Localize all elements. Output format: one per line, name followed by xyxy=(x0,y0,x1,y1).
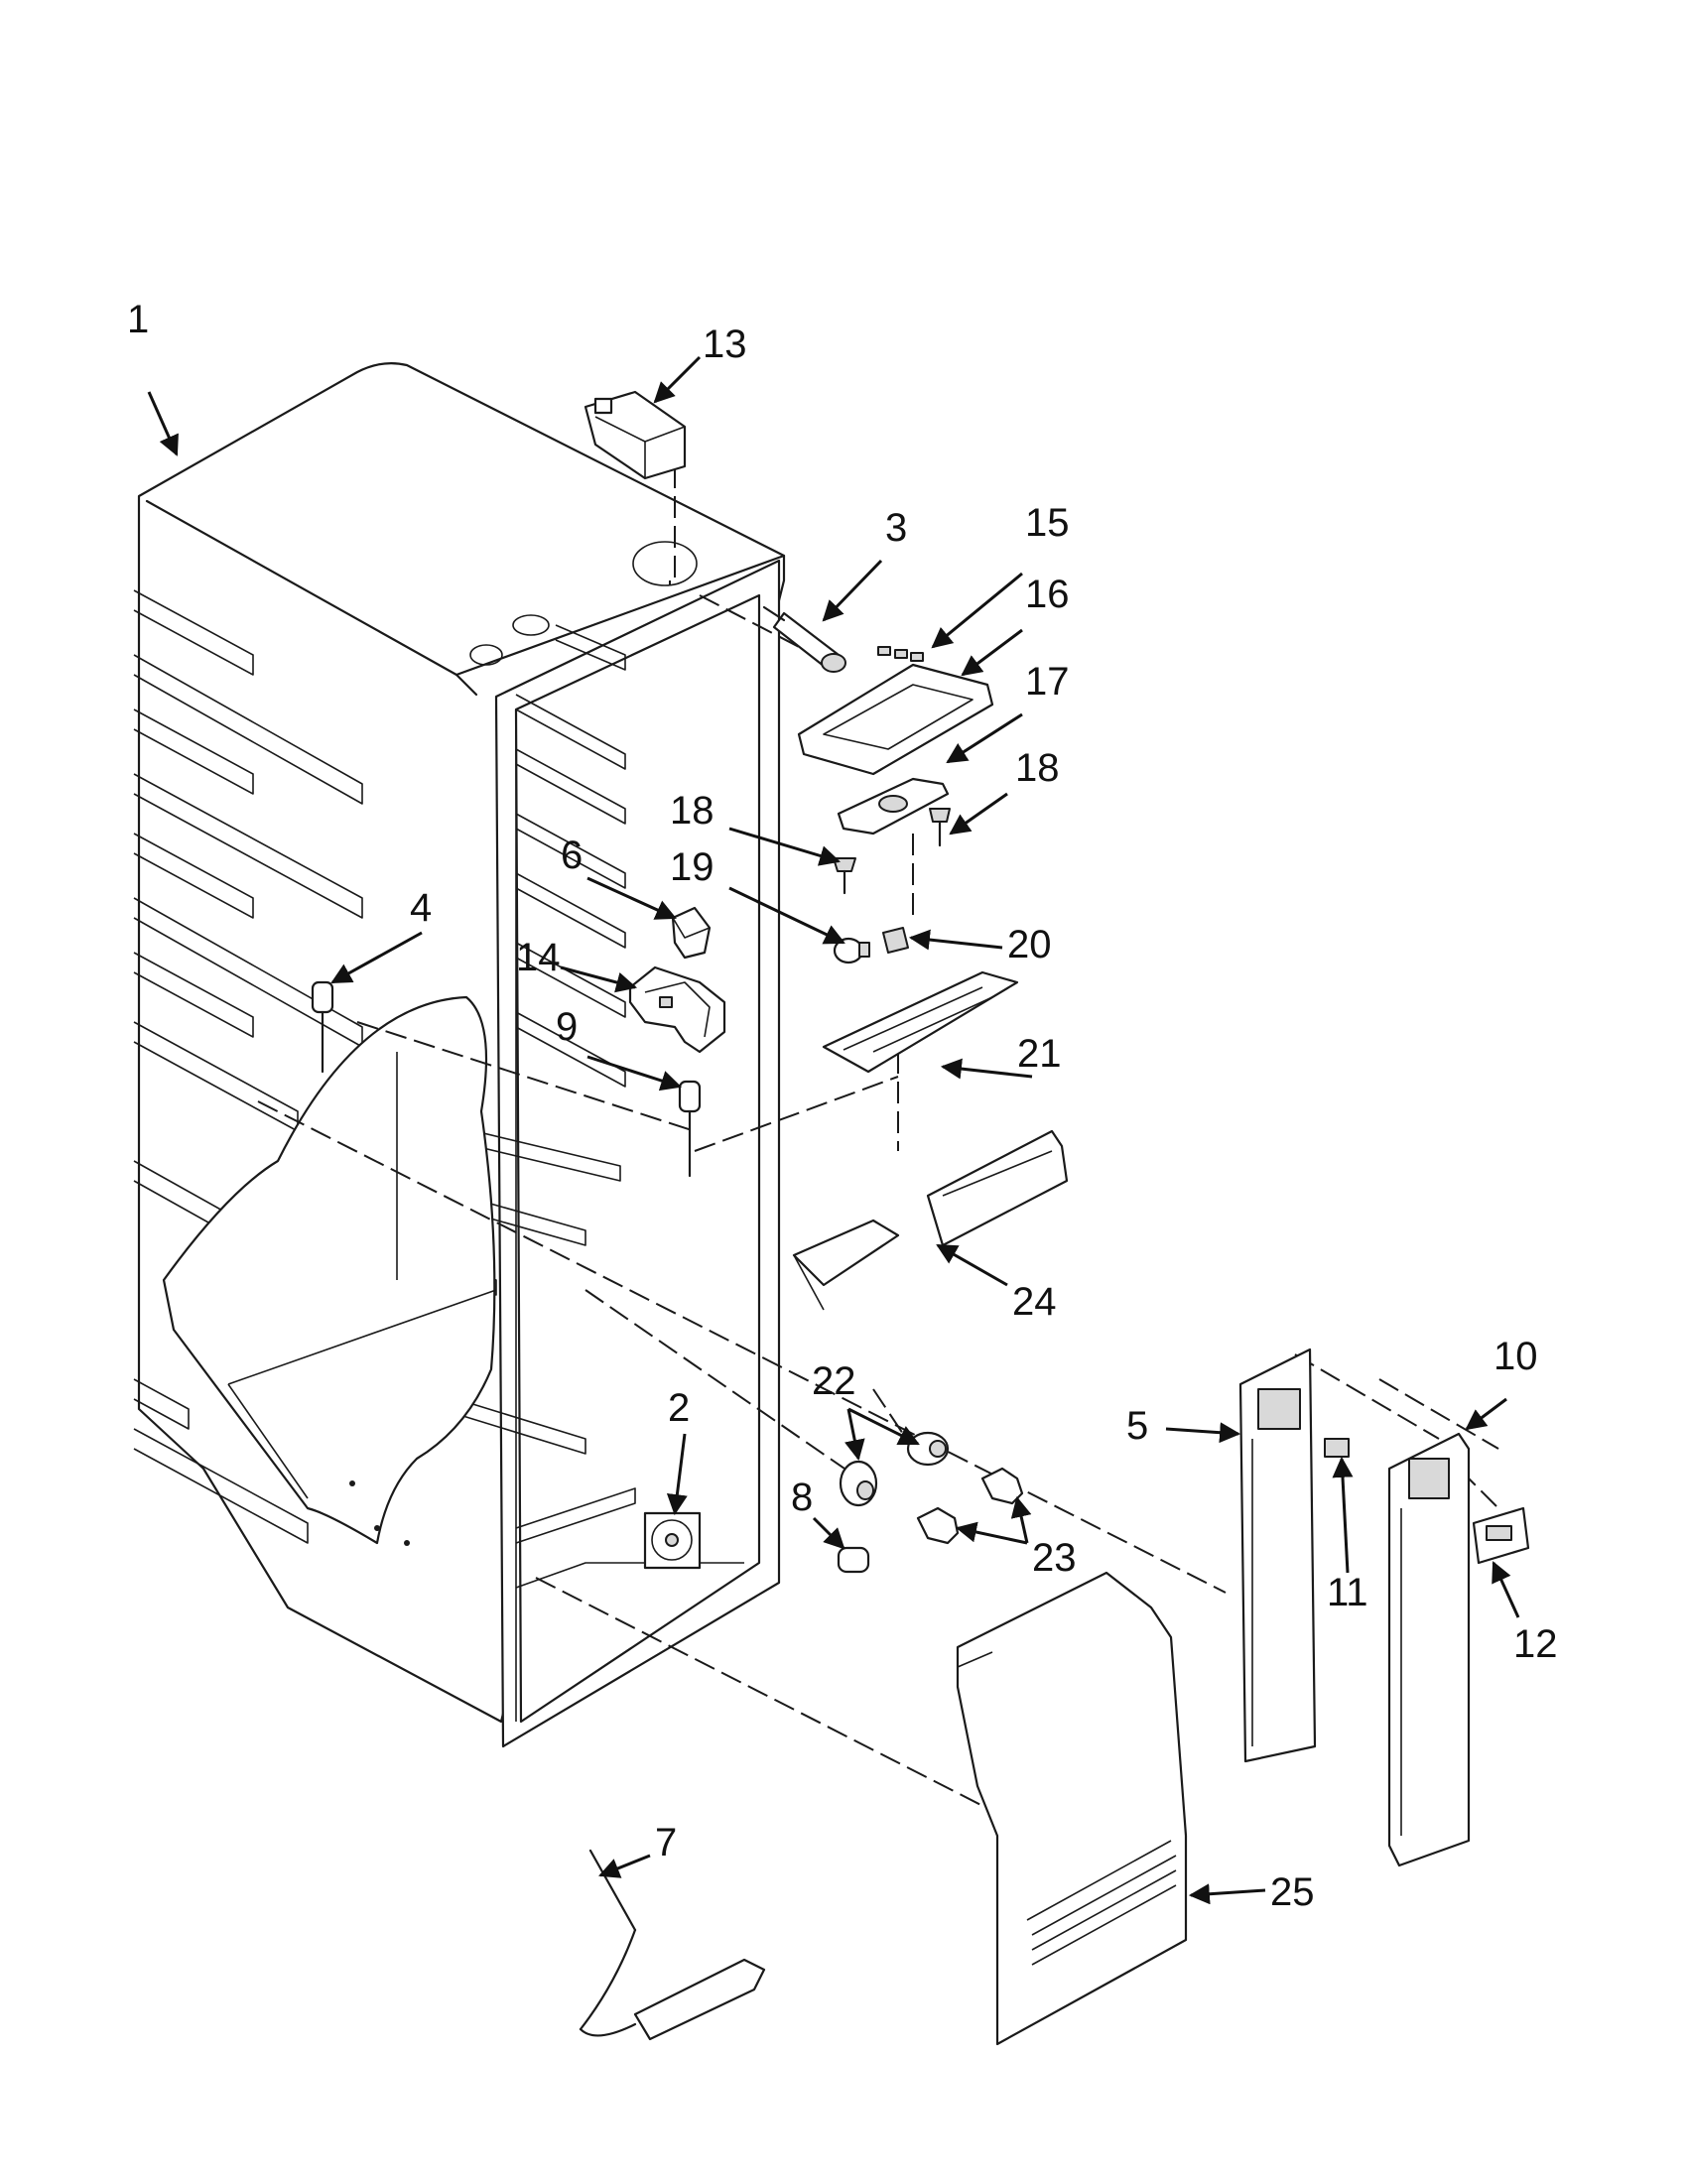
callout-19: 19 xyxy=(670,845,714,889)
callout-4: 4 xyxy=(410,886,432,930)
callout-18-right: 18 xyxy=(1015,746,1060,790)
pin-23-upper xyxy=(980,1467,1024,1505)
callout-3: 3 xyxy=(885,506,907,550)
spacer-8-part xyxy=(837,1546,870,1574)
probe-9-part xyxy=(678,1080,702,1178)
callout-15: 15 xyxy=(1025,501,1070,545)
thermistor-block-part xyxy=(671,906,712,960)
callout-labels: 1 2 3 4 5 6 7 8 9 10 11 12 13 14 15 16 1… xyxy=(127,298,1558,1914)
callout-14: 14 xyxy=(516,936,561,979)
light-bulb-part xyxy=(833,937,870,964)
lamp-bracket-part xyxy=(837,777,950,835)
button-11-part xyxy=(1324,1438,1350,1458)
defrost-part xyxy=(579,1849,766,2041)
knob-22-upper xyxy=(906,1431,950,1467)
control-housing-part xyxy=(628,965,726,1054)
dispenser-frame-part xyxy=(1238,1348,1317,1763)
callout-23: 23 xyxy=(1032,1536,1077,1580)
filter-tube-part xyxy=(762,605,846,673)
callout-20: 20 xyxy=(1007,923,1052,966)
callout-7: 7 xyxy=(655,1821,677,1864)
crisper-cover-part xyxy=(792,1129,1069,1311)
screw-18-right xyxy=(929,808,951,847)
screws-part xyxy=(877,646,924,662)
lamp-socket-part xyxy=(882,927,909,954)
probe-4-part xyxy=(311,980,334,1074)
rear-panel-part xyxy=(956,1571,1188,2046)
callout-10: 10 xyxy=(1493,1335,1538,1378)
callout-21: 21 xyxy=(1017,1032,1062,1076)
screw-18-left xyxy=(833,857,856,895)
knob-22-lower xyxy=(839,1460,878,1507)
callout-11: 11 xyxy=(1327,1571,1368,1614)
callout-25: 25 xyxy=(1270,1870,1315,1914)
fan-part xyxy=(643,1511,702,1570)
pin-23-lower xyxy=(916,1506,960,1545)
top-hinge-part xyxy=(584,390,687,480)
callout-17: 17 xyxy=(1025,660,1070,704)
callout-24: 24 xyxy=(1012,1280,1057,1324)
callout-2: 2 xyxy=(668,1386,690,1430)
callout-6: 6 xyxy=(561,834,583,877)
light-housing-part xyxy=(797,663,994,776)
badge-12-part xyxy=(1472,1506,1530,1565)
light-shield-part xyxy=(822,970,1019,1074)
callout-16: 16 xyxy=(1025,573,1070,616)
callout-8: 8 xyxy=(791,1476,813,1519)
leader-arrows xyxy=(147,355,1520,1905)
dispenser-cover-part xyxy=(1387,1432,1471,1867)
callout-22: 22 xyxy=(812,1359,856,1403)
callout-5: 5 xyxy=(1126,1404,1148,1448)
callout-13: 13 xyxy=(703,322,747,366)
callout-12: 12 xyxy=(1513,1622,1558,1666)
cabinet-liner xyxy=(133,362,786,1748)
callout-18-left: 18 xyxy=(670,789,714,833)
callout-1: 1 xyxy=(127,298,149,341)
callout-9: 9 xyxy=(556,1005,578,1049)
